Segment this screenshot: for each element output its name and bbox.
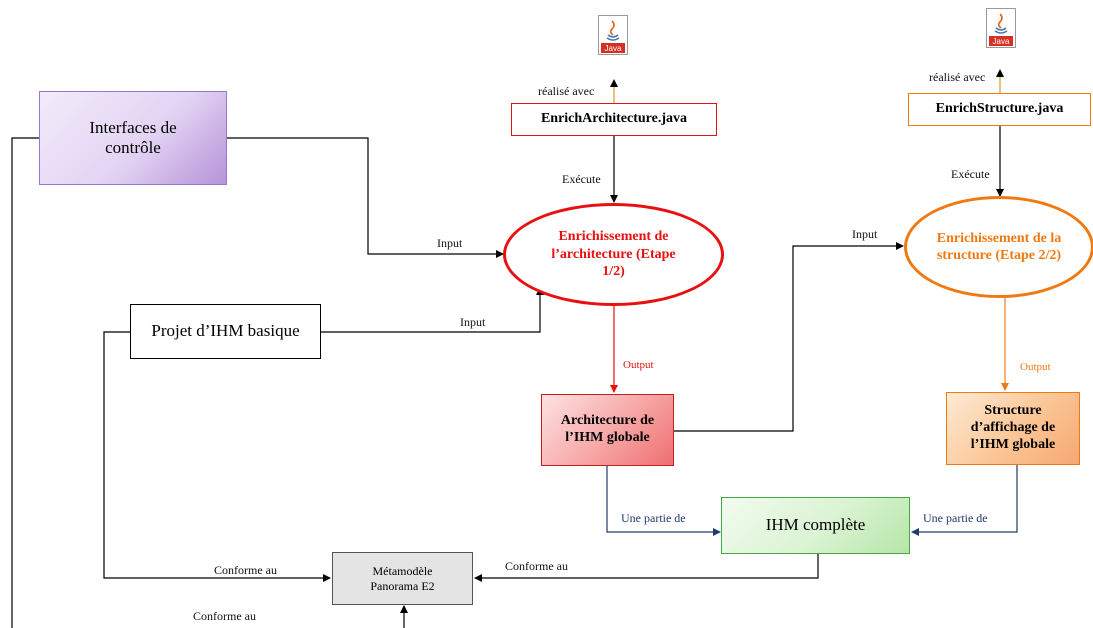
input-label-1: Input [437,236,463,250]
svg-text:Java: Java [993,37,1010,46]
enrich-structure-java-box: EnrichStructure.java [908,93,1091,126]
conforme-au-label-2: Conforme au [505,559,568,573]
enrich-structure-ellipse: Enrichissement de la structure (Etape 2/… [904,196,1093,298]
metamodele-box: Métamodèle Panorama E2 [332,552,473,605]
edge-interfaces-left [11,137,40,628]
realise-avec-label-2: réalisé avec [929,70,986,84]
interfaces-label: Interfaces de contrôle [89,117,177,157]
architecture-box: Architecture de l’IHM globale [541,394,674,466]
edge-conforme-projet [103,331,331,582]
edge-partie-arch [606,466,721,536]
une-partie-de-label-1: Une partie de [621,511,686,525]
ihm-complete-box: IHM complète [721,497,910,554]
edge-input-architecture [674,242,904,432]
input-label-3: Input [852,227,878,241]
ihm-complete-label: IHM complète [765,515,866,535]
enrich-structure-label: Enrichissement de la structure (Etape 2/… [936,230,1062,264]
une-partie-de-label-2: Une partie de [923,511,988,525]
java-logo-icon: Java [986,8,1016,48]
edge-conforme-ihm [474,554,819,582]
structure-label: Structure d’affichage de l’IHM globale [970,403,1056,452]
edge-input-projet [321,287,544,333]
projet-box: Projet d’IHM basique [130,304,321,359]
output-label-1: Output [623,359,654,371]
enrich-architecture-ellipse: Enrichissement de l’architecture (Etape … [503,203,724,306]
architecture-label: Architecture de l’IHM globale [560,413,655,445]
enrich-architecture-java-label: EnrichArchitecture.java [540,111,688,127]
enrich-architecture-label: Enrichissement de l’architecture (Etape … [551,229,676,280]
structure-box: Structure d’affichage de l’IHM globale [946,392,1080,465]
projet-label: Projet d’IHM basique [151,321,300,341]
edge-input-interfaces [227,137,504,258]
conforme-au-label-3: Conforme au [193,609,256,623]
svg-text:Java: Java [605,44,622,53]
input-label-2: Input [460,315,486,329]
metamodele-label: Métamodèle Panorama E2 [370,564,435,593]
interfaces-box: Interfaces de contrôle [39,91,227,185]
enrich-structure-java-label: EnrichStructure.java [935,101,1064,117]
enrich-architecture-java-box: EnrichArchitecture.java [511,103,717,136]
execute-label-1: Exécute [562,172,601,186]
execute-label-2: Exécute [951,167,990,181]
java-logo-icon: Java [598,15,628,55]
realise-avec-label-1: réalisé avec [538,84,595,98]
output-label-2: Output [1020,361,1051,373]
conforme-au-label-1: Conforme au [214,563,277,577]
edge-partie-struct [911,465,1018,536]
